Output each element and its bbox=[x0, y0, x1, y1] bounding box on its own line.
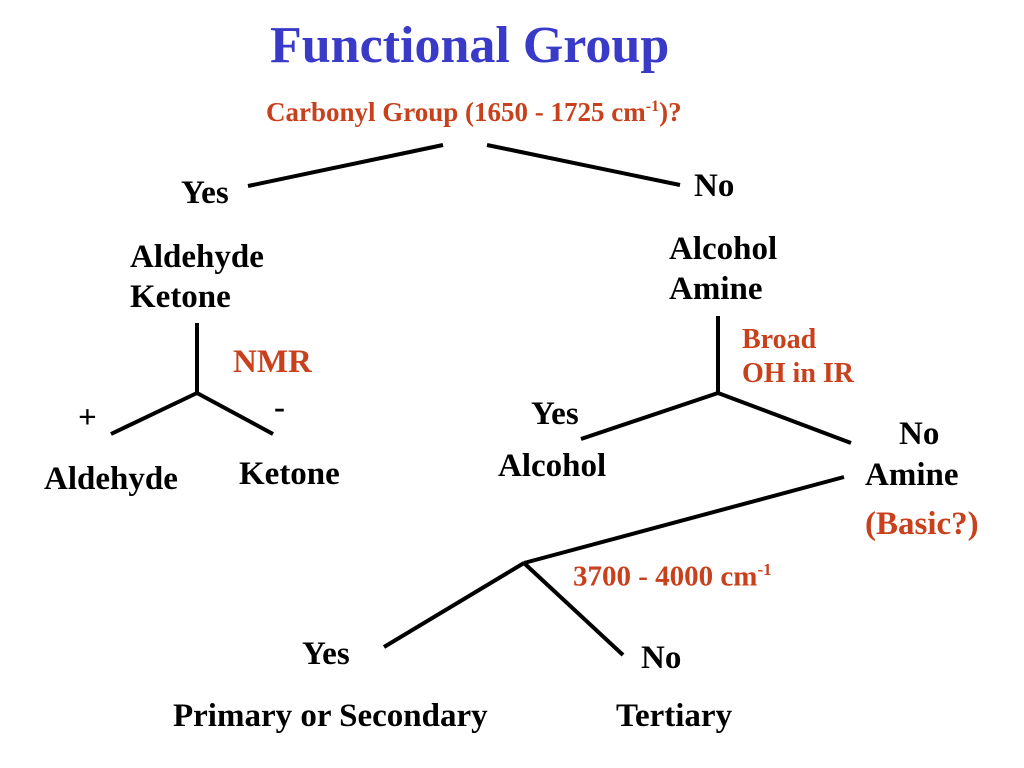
carbonyl-question-suffix: )? bbox=[659, 97, 682, 127]
result-aldehyde: Aldehyde bbox=[44, 461, 178, 497]
nh-yes-label: Yes bbox=[302, 636, 350, 672]
connector-carbonyl-yes bbox=[247, 143, 444, 188]
carbonyl-no-label: No bbox=[694, 168, 735, 204]
result-amine: Amine bbox=[865, 457, 959, 493]
nh-test-text: 3700 - 4000 cm bbox=[573, 560, 758, 593]
amine-basic-note: (Basic?) bbox=[865, 506, 979, 542]
page-title: Functional Group bbox=[270, 17, 670, 74]
connector-nh-no bbox=[522, 561, 625, 657]
result-amine-group: Amine bbox=[669, 271, 763, 308]
connector-nmr-minus bbox=[196, 391, 274, 436]
nh-no-label: No bbox=[641, 640, 682, 676]
nmr-minus-label: - bbox=[274, 390, 285, 426]
oh-yes-label: Yes bbox=[531, 396, 579, 432]
oh-test-line-1: Broad bbox=[742, 324, 817, 355]
connector-nh-yes bbox=[382, 561, 526, 649]
nh-test-label: 3700 - 4000 cm-1 bbox=[573, 561, 772, 592]
connector-carbonyl-no bbox=[486, 143, 681, 187]
oh-test-line-2: OH in IR bbox=[742, 358, 855, 390]
carbonyl-yes-result: Aldehyde Ketone bbox=[130, 237, 264, 318]
oh-test-label: Broad OH in IR bbox=[742, 323, 854, 391]
result-aldehyde-group: Aldehyde bbox=[130, 239, 264, 275]
nmr-test-label: NMR bbox=[233, 344, 312, 380]
carbonyl-no-result: Alcohol Amine bbox=[669, 229, 777, 310]
carbonyl-question-exponent: -1 bbox=[645, 98, 660, 115]
result-alcohol: Alcohol bbox=[498, 448, 607, 484]
carbonyl-question: Carbonyl Group (1650 - 1725 cm-1)? bbox=[266, 99, 682, 126]
result-ketone-group: Ketone bbox=[130, 279, 231, 316]
nmr-plus-label: + bbox=[78, 400, 97, 436]
result-primary-or-secondary: Primary or Secondary bbox=[173, 698, 488, 734]
result-alcohol-group: Alcohol bbox=[669, 231, 778, 267]
carbonyl-yes-label: Yes bbox=[181, 175, 229, 211]
oh-no-label: No bbox=[899, 416, 940, 452]
connector-amine-stem bbox=[523, 475, 845, 565]
connector-nmr-plus bbox=[110, 391, 198, 436]
result-tertiary: Tertiary bbox=[616, 698, 733, 734]
connector-oh-yes bbox=[580, 391, 719, 441]
nh-test-exponent: -1 bbox=[757, 560, 772, 579]
result-ketone: Ketone bbox=[239, 456, 340, 492]
connector-oh-no bbox=[717, 391, 852, 445]
carbonyl-question-text: Carbonyl Group (1650 - 1725 cm bbox=[266, 97, 646, 127]
